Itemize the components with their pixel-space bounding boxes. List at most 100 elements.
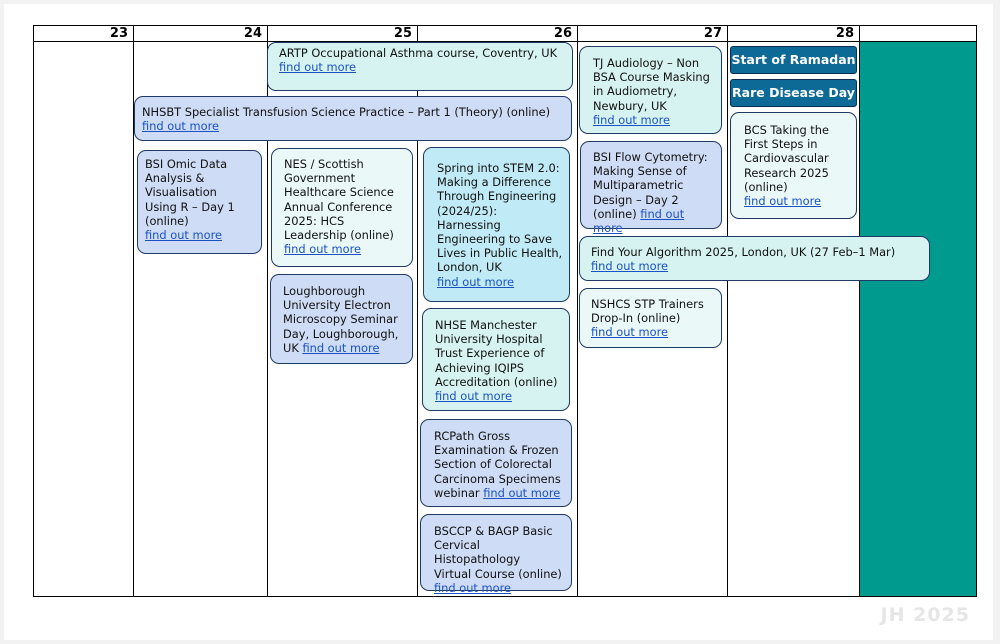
event-line: RCPath Gross	[434, 429, 511, 443]
event-line: NES / Scottish	[284, 157, 364, 171]
event-nhse-manchester[interactable]: NHSE Manchester University Hospital Trus…	[422, 308, 570, 411]
day-column-25	[268, 42, 418, 596]
event-nes[interactable]: NES / Scottish Government Healthcare Sci…	[271, 148, 413, 267]
event-line: Cervical Histopathology	[434, 538, 521, 567]
find-out-more-link[interactable]: find out more	[302, 340, 380, 355]
day-header-blank	[860, 26, 976, 42]
day-header-24: 24	[134, 26, 268, 42]
event-line: BSCCP & BAGP Basic	[434, 524, 553, 538]
event-rcpath[interactable]: RCPath Gross Examination & Frozen Sectio…	[420, 419, 572, 507]
event-line: UK	[283, 340, 299, 355]
event-line: Design – Day 2	[593, 192, 679, 207]
find-out-more-link[interactable]: find out more	[142, 119, 220, 134]
event-line: Examination & Frozen	[434, 443, 559, 458]
event-loughborough[interactable]: Loughborough University Electron Microsc…	[270, 274, 413, 364]
find-out-more-link[interactable]: find out more	[483, 485, 561, 500]
event-line: BSI Omic Data	[145, 157, 228, 171]
event-line: BSA Course Masking	[593, 70, 710, 85]
event-line: in Audiometry,	[593, 84, 677, 99]
event-line: Using R – Day 1	[145, 199, 235, 214]
event-line: Research 2025	[744, 165, 829, 180]
event-line: Loughborough	[283, 284, 366, 298]
event-bsi-flow[interactable]: BSI Flow Cytometry: Making Sense of Mult…	[580, 141, 722, 235]
event-line: Cardiovascular	[744, 151, 829, 166]
sunday-column	[860, 42, 976, 596]
event-line: NSHCS STP Trainers	[591, 297, 704, 311]
watermark: JH 2025	[880, 604, 970, 626]
event-line: Accreditation (online)	[435, 374, 558, 389]
event-line: Spring into STEM 2.0:	[437, 161, 560, 175]
find-out-more-link[interactable]: find out more	[437, 274, 515, 289]
find-out-more-link[interactable]: find out more	[744, 194, 822, 209]
rare-disease-day-tag[interactable]: Rare Disease Day	[730, 79, 857, 107]
event-line: University Electron	[283, 298, 391, 313]
event-line: Achieving IQIPS	[435, 360, 525, 375]
event-title: Find Your Algorithm 2025, London, UK (27…	[591, 245, 896, 259]
event-line: Through Engineering	[437, 189, 557, 204]
event-line: webinar	[434, 485, 480, 500]
day-header-27: 27	[578, 26, 728, 42]
day-header-23: 23	[34, 26, 134, 42]
event-line: Newbury, UK	[593, 98, 667, 113]
event-line: Section of Colorectal	[434, 457, 552, 472]
event-find-your-algorithm[interactable]: Find Your Algorithm 2025, London, UK (27…	[579, 236, 930, 281]
day-column-24	[134, 42, 268, 596]
day-header-28: 28	[728, 26, 860, 42]
find-out-more-link[interactable]: find out more	[435, 389, 513, 404]
event-line: Carcinoma Specimens	[434, 471, 561, 486]
find-out-more-link[interactable]: find out more	[284, 242, 362, 257]
event-line: London, UK	[437, 260, 502, 275]
find-out-more-link[interactable]: find out more	[593, 112, 671, 127]
event-line: Harnessing	[437, 217, 501, 232]
event-line: Government	[284, 171, 356, 186]
event-line: Microscopy Seminar	[283, 312, 398, 327]
event-line: Healthcare Science	[284, 185, 394, 200]
event-line: Day, Loughborough,	[283, 326, 399, 341]
event-line: University Hospital	[435, 332, 543, 347]
event-nhsbt[interactable]: NHSBT Specialist Transfusion Science Pra…	[134, 96, 572, 141]
find-out-more-link[interactable]: find out more	[591, 325, 669, 340]
event-line: Making a Difference	[437, 175, 551, 190]
event-line: Multiparametric	[593, 178, 684, 193]
event-title: ARTP Occupational Asthma course, Coventr…	[279, 46, 558, 60]
event-line: First Steps in	[744, 137, 818, 152]
event-line: 2025: HCS	[284, 213, 345, 228]
event-title: NHSBT Specialist Transfusion Science Pra…	[142, 105, 551, 119]
event-line: NHSE Manchester	[435, 318, 537, 332]
day-column-27	[578, 42, 728, 596]
event-line: Annual Conference	[284, 199, 393, 214]
find-out-more-link[interactable]: find out more	[279, 60, 357, 75]
event-line: Analysis &	[145, 171, 205, 186]
event-line: (online)	[145, 213, 189, 228]
event-line: Making Sense of	[593, 164, 687, 179]
event-line: Leadership (online)	[284, 228, 394, 243]
day-column-28	[728, 42, 860, 596]
find-out-more-link[interactable]: find out more	[434, 580, 512, 595]
event-line: (online)	[593, 206, 637, 221]
event-line: BSI Flow Cytometry:	[593, 150, 708, 164]
event-bsccp[interactable]: BSCCP & BAGP Basic Cervical Histopatholo…	[420, 514, 572, 595]
event-line: (2024/25):	[437, 203, 498, 218]
event-bcs[interactable]: BCS Taking the First Steps in Cardiovasc…	[730, 112, 857, 219]
event-bsi-omic[interactable]: BSI Omic Data Analysis & Visualisation U…	[137, 150, 262, 254]
start-of-ramadan-tag[interactable]: Start of Ramadan	[730, 46, 857, 74]
event-nshcs[interactable]: NSHCS STP Trainers Drop-In (online) find…	[579, 288, 722, 348]
day-column-23	[34, 42, 134, 596]
calendar-grid: 23 24 25 26 27 28	[33, 25, 977, 597]
event-artp[interactable]: ARTP Occupational Asthma course, Coventr…	[267, 42, 573, 91]
event-spring-into-stem[interactable]: Spring into STEM 2.0: Making a Differenc…	[423, 147, 570, 302]
event-line: Engineering to Save	[437, 232, 552, 247]
event-line: TJ Audiology – Non	[593, 56, 700, 70]
find-out-more-link[interactable]: find out more	[591, 259, 669, 274]
event-tj-audiology[interactable]: TJ Audiology – Non BSA Course Masking in…	[579, 46, 722, 134]
event-line: Visualisation	[145, 185, 217, 200]
find-out-more-link[interactable]: find out more	[593, 206, 685, 236]
event-line: Drop-In (online)	[591, 311, 681, 326]
event-line: Lives in Public Health,	[437, 246, 563, 261]
day-header-26: 26	[418, 26, 578, 42]
find-out-more-link[interactable]: find out more	[145, 228, 223, 243]
event-line: (online)	[744, 179, 788, 194]
calendar-page: 23 24 25 26 27 28 ARTP Occupational Asth…	[4, 4, 993, 640]
day-header-25: 25	[268, 26, 418, 42]
event-line: BCS Taking the	[744, 123, 829, 137]
